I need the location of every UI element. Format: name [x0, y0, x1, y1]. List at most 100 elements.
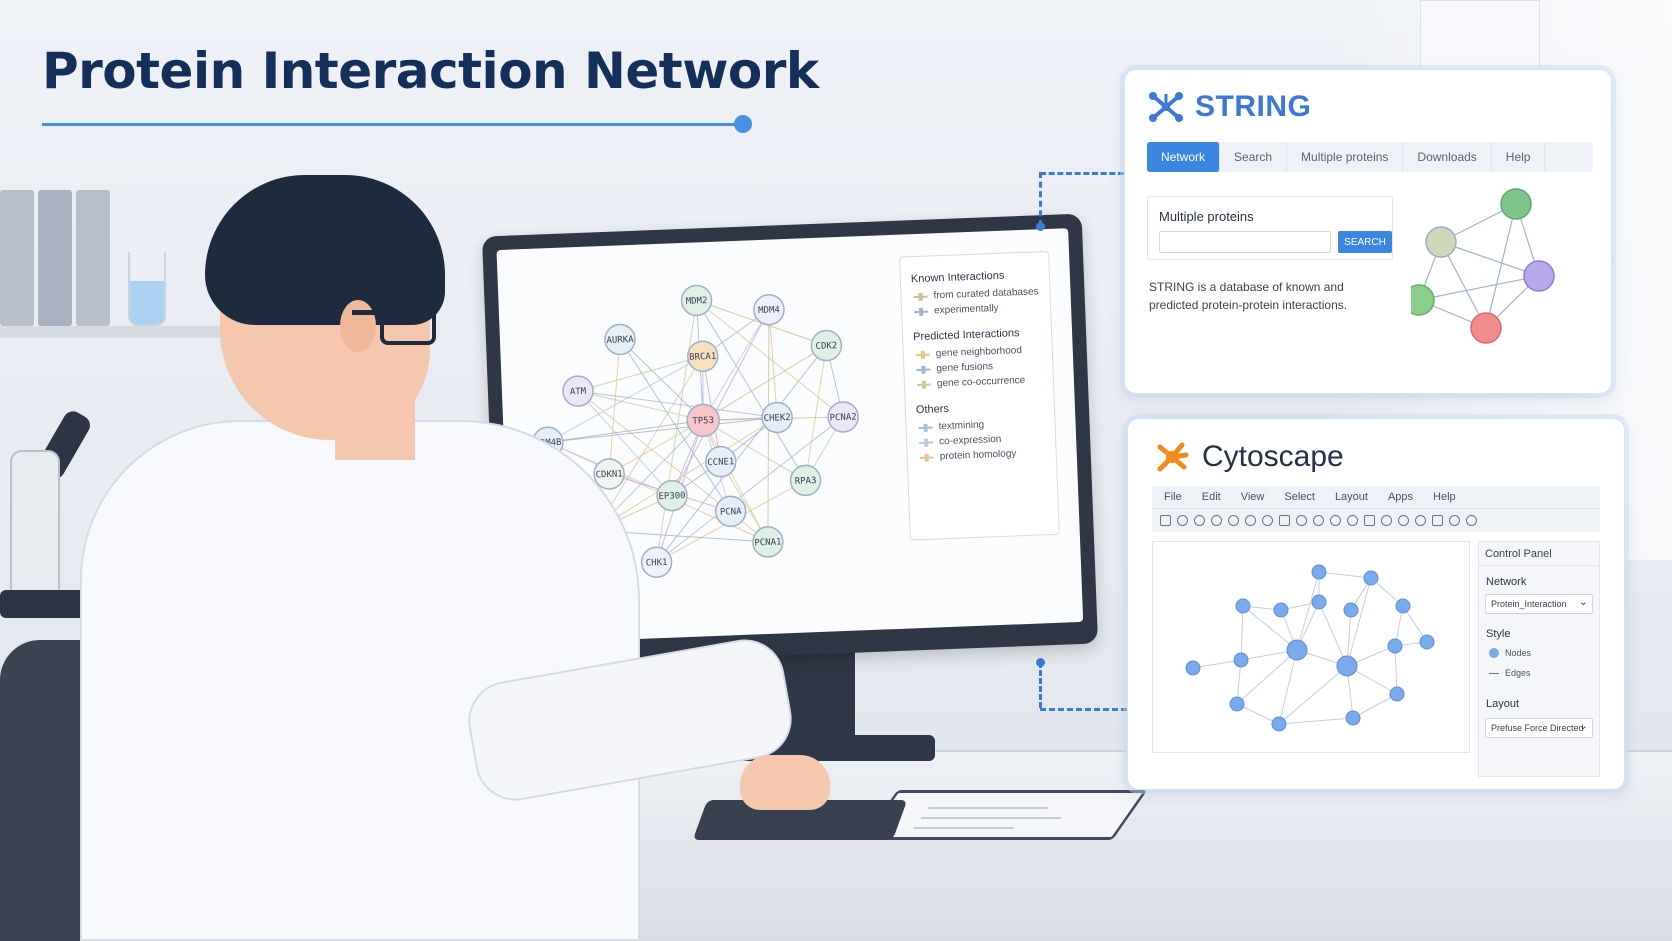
- menu-view[interactable]: View: [1240, 491, 1265, 503]
- protein-node[interactable]: PCNA: [714, 495, 747, 528]
- zoom-out-icon[interactable]: [1245, 515, 1256, 526]
- cytoscape-edge: [1318, 571, 1372, 579]
- help-icon[interactable]: [1466, 515, 1477, 526]
- layout-icon[interactable]: [1296, 515, 1307, 526]
- zoom-in-icon[interactable]: [1228, 515, 1239, 526]
- legend-label: protein homology: [939, 448, 1017, 463]
- protein-node[interactable]: MDM2: [680, 284, 713, 317]
- link-icon[interactable]: [1211, 515, 1222, 526]
- mini-node: [1411, 284, 1435, 316]
- protein-node[interactable]: TP53: [686, 403, 720, 438]
- cytoscape-edge: [1352, 693, 1398, 719]
- legend-swatch: [916, 383, 931, 386]
- cytoscape-node[interactable]: [1395, 598, 1411, 614]
- cytoscape-node[interactable]: [1419, 634, 1435, 650]
- protein-node-circle: [686, 340, 719, 373]
- legend-label: gene fusions: [936, 361, 994, 375]
- protein-search-input[interactable]: [1159, 231, 1331, 253]
- menu-file[interactable]: File: [1164, 491, 1182, 503]
- cytoscape-node[interactable]: [1387, 638, 1403, 654]
- refresh-icon[interactable]: [1194, 515, 1205, 526]
- protein-node[interactable]: CHK1: [640, 546, 673, 578]
- cytoscape-node[interactable]: [1311, 564, 1327, 580]
- cytoscape-node[interactable]: [1233, 652, 1249, 668]
- open-icon[interactable]: [1177, 515, 1188, 526]
- protein-node-label: TP53: [692, 416, 714, 427]
- network-edge: [577, 390, 673, 496]
- protein-node-label: AURKA: [606, 335, 634, 346]
- style-icon[interactable]: [1313, 515, 1324, 526]
- cytoscape-node[interactable]: [1336, 655, 1358, 677]
- filter-icon[interactable]: [1330, 515, 1341, 526]
- protein-node-circle: [593, 458, 625, 490]
- new-network-icon[interactable]: [1160, 515, 1171, 526]
- glasses: [380, 305, 436, 345]
- style-nodes-option[interactable]: Nodes: [1489, 648, 1531, 658]
- protein-node[interactable]: PCNA1: [752, 526, 784, 558]
- cytoscape-network-graph[interactable]: [1153, 542, 1471, 754]
- tab-search[interactable]: Search: [1220, 142, 1288, 172]
- style-edges-option[interactable]: Edges: [1489, 668, 1531, 678]
- network-edge: [656, 416, 844, 563]
- protein-node[interactable]: CDKN1: [593, 458, 625, 490]
- cytoscape-node[interactable]: [1389, 686, 1405, 702]
- protein-node[interactable]: CHEK2: [761, 401, 793, 434]
- protein-node-circle: [640, 546, 673, 578]
- group-icon[interactable]: [1432, 515, 1443, 526]
- show-icon[interactable]: [1415, 515, 1426, 526]
- menu-select[interactable]: Select: [1284, 491, 1315, 503]
- cytoscape-node[interactable]: [1229, 696, 1245, 712]
- tab-help[interactable]: Help: [1492, 142, 1546, 172]
- cytoscape-node[interactable]: [1311, 594, 1327, 610]
- cytoscape-node[interactable]: [1271, 716, 1287, 732]
- monitor: MDM2MDM4AURKABRCA1CDK2ATMTP53CHEK2PCNA2M…: [481, 213, 1099, 667]
- protein-node-circle: [761, 401, 793, 434]
- hide-icon[interactable]: [1398, 515, 1409, 526]
- cytoscape-brand: Cytoscape: [1152, 437, 1344, 477]
- legend-label: from curated databases: [933, 286, 1039, 302]
- menu-help[interactable]: Help: [1433, 491, 1456, 503]
- string-network-graph[interactable]: MDM2MDM4AURKABRCA1CDK2ATMTP53CHEK2PCNA2M…: [517, 256, 889, 600]
- protein-node[interactable]: RPA3: [789, 464, 822, 497]
- multiple-proteins-label: Multiple proteins: [1159, 209, 1254, 224]
- cytoscape-network-canvas[interactable]: [1152, 541, 1470, 753]
- layout-select[interactable]: Prefuse Force Directed: [1485, 718, 1593, 738]
- cytoscape-node[interactable]: [1286, 639, 1308, 661]
- binder: [38, 190, 72, 326]
- tab-network[interactable]: Network: [1147, 142, 1221, 172]
- protein-node[interactable]: EP300: [656, 479, 688, 512]
- legend-item: from curated databases: [913, 286, 1039, 302]
- cytoscape-node[interactable]: [1363, 570, 1379, 586]
- cytoscape-node[interactable]: [1343, 602, 1359, 618]
- protein-node-label: RPA3: [795, 476, 817, 487]
- cytoscape-node[interactable]: [1185, 660, 1201, 676]
- export-icon[interactable]: [1381, 515, 1392, 526]
- protein-node[interactable]: AURKA: [604, 323, 636, 356]
- select-icon[interactable]: [1279, 515, 1290, 526]
- zoom-fit-icon[interactable]: [1262, 515, 1273, 526]
- protein-node-label: PCNA1: [754, 537, 781, 548]
- menu-edit[interactable]: Edit: [1201, 491, 1221, 503]
- tab-downloads[interactable]: Downloads: [1403, 142, 1492, 172]
- protein-node[interactable]: MDM4: [753, 293, 785, 326]
- menu-layout[interactable]: Layout: [1334, 491, 1368, 503]
- search-button[interactable]: SEARCH: [1338, 231, 1392, 253]
- search-icon[interactable]: [1347, 515, 1358, 526]
- import-icon[interactable]: [1364, 515, 1375, 526]
- protein-node[interactable]: CDK2: [810, 329, 843, 362]
- protein-node[interactable]: CCNE1: [705, 445, 737, 478]
- tab-multiple-proteins[interactable]: Multiple proteins: [1287, 142, 1404, 172]
- network-select[interactable]: Protein_Interaction: [1485, 594, 1593, 614]
- protein-node[interactable]: PCNA2: [827, 401, 859, 433]
- hand: [740, 755, 830, 810]
- cytoscape-node[interactable]: [1235, 598, 1251, 614]
- cytoscape-node[interactable]: [1345, 710, 1361, 726]
- network-edge: [547, 419, 704, 443]
- protein-node[interactable]: BRCA1: [686, 340, 719, 373]
- protein-node[interactable]: ATM: [562, 375, 594, 407]
- menu-apps[interactable]: Apps: [1387, 491, 1414, 503]
- cytoscape-node[interactable]: [1273, 602, 1289, 618]
- info-icon[interactable]: [1449, 515, 1460, 526]
